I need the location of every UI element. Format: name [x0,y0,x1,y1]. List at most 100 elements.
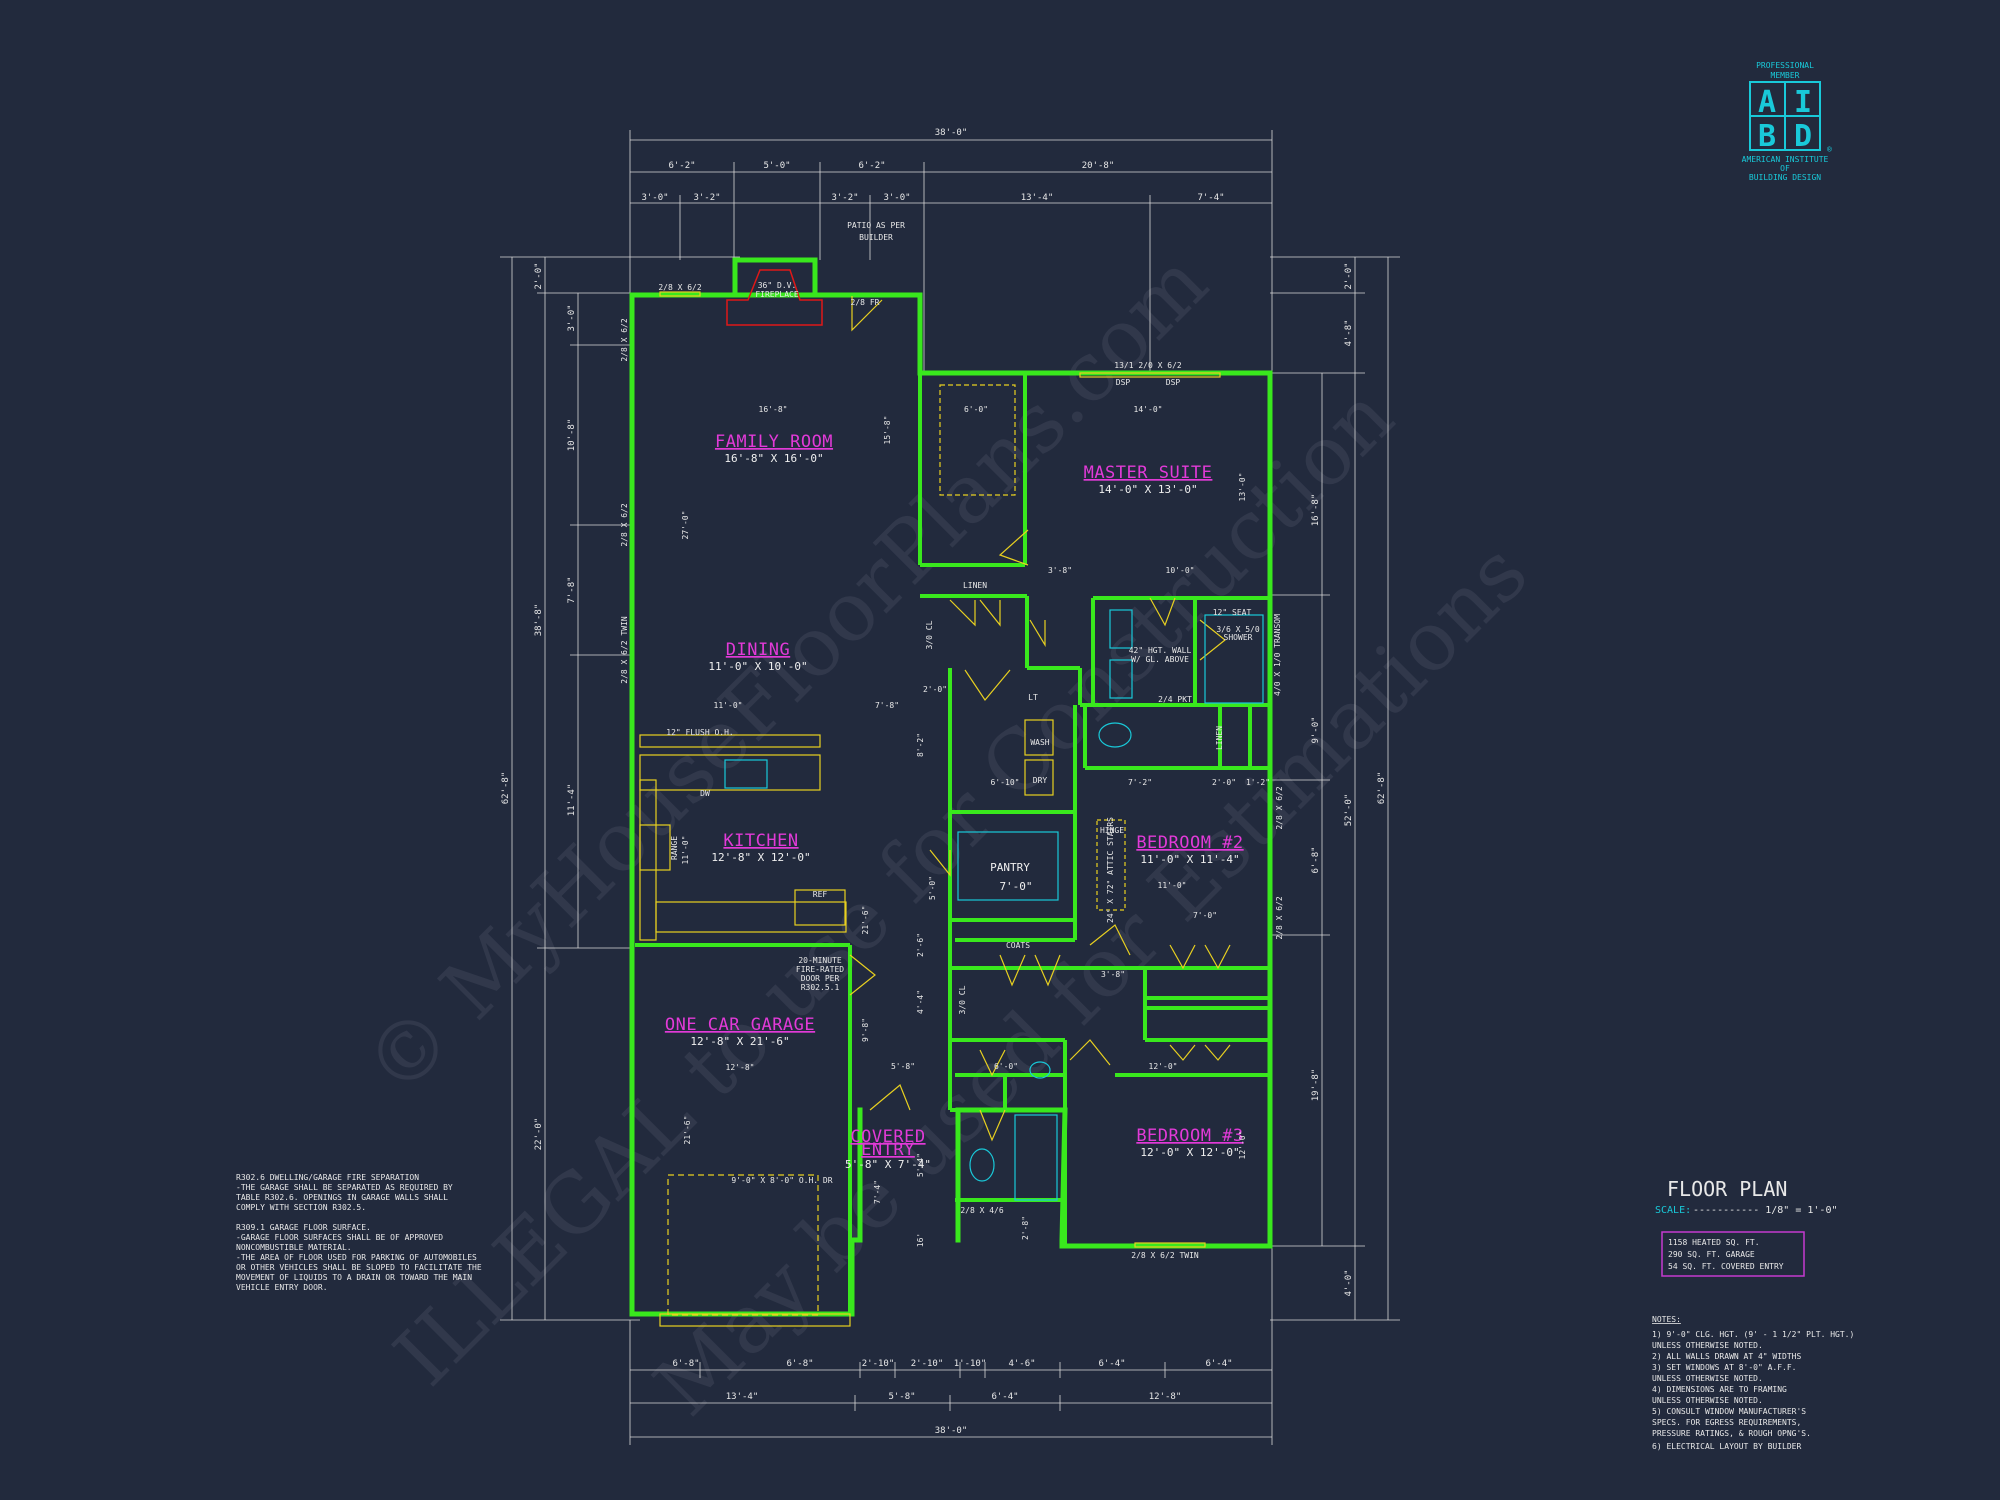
window-left-3: 2/8 X 6/2 TWIN [620,616,629,684]
fireplace-label-2: FIREPLACE [755,290,799,299]
dim-bottom-row1-8: 6'-4" [1205,1359,1232,1369]
dim-bottom-row1-6: 4'-6" [1008,1359,1035,1369]
garage-name: ONE CAR GARAGE [665,1015,815,1035]
dim-right-mid-3: 52'-0" [1344,794,1354,827]
hinge-label: HINGE [1100,826,1124,835]
range [639,824,671,871]
plan-title: FLOOR PLAN [1667,1177,1787,1201]
shower-label-1: 3/6 X 5/0 [1216,625,1260,634]
window-master-top: 13/1 2/0 X 6/2 [1114,361,1182,370]
dim-21-6: 21'-6" [861,906,870,935]
logo-org-line-1: AMERICAN INSTITUTE [1742,155,1829,164]
dim-2-8: 2'-8" [1021,1216,1030,1240]
patio-label-1: PATIO AS PER [847,221,905,230]
bed2-width: 11'-0" [1158,881,1187,890]
bedroom-3-name: BEDROOM #3 [1136,1126,1243,1146]
dim-7-4: 7'-4" [873,1180,882,1204]
dim-top-overall: 38'-0" [935,128,968,138]
dry-label: DRY [1033,776,1048,785]
dim-bottom-row2-2: 5'-8" [888,1392,915,1402]
bed3-height: 12'-0" [1238,1131,1247,1160]
right-dimensions: 62'-8" 2'-0" 4'-8" 52'-0" 4'-0" 16'-8" 9… [1270,256,1400,1321]
bath-door: 2/8 X 4/6 [960,1206,1004,1215]
note-line-3: 2) ALL WALLS DRAWN AT 4" WIDTHS [1652,1352,1801,1361]
refrigerator [794,889,846,926]
garage-door-outline [667,1174,819,1316]
note-line-6: 4) DIMENSIONS ARE TO FRAMING [1652,1385,1787,1394]
note-line-8: 5) CONSULT WINDOW MANUFACTURER'S [1652,1407,1806,1416]
bed3-window [1134,1242,1206,1248]
dim-right-inner-2: 9'-0" [1311,716,1321,743]
garage-note-11: MOVEMENT OF LIQUIDS TO A DRAIN OR TOWARD… [236,1273,472,1282]
dim-bottom-row1-2: 6'-8" [786,1359,813,1369]
note-line-9: SPECS. FOR EGRESS REQUIREMENTS, [1652,1418,1801,1427]
family-height: 15'-8" [883,416,892,445]
door-swings [849,296,1231,1142]
dim-bottom-row2-1: 13'-4" [726,1392,759,1402]
master-lower-a: 3'-8" [1048,566,1072,575]
wall-note-1: 42" HGT. WALL [1129,646,1192,655]
family-depth: 27'-0" [681,511,690,540]
logo-org-line-2: OF [1780,164,1790,173]
scale-label: SCALE: [1655,1205,1691,1216]
note-line-5: UNLESS OTHERWISE NOTED. [1652,1374,1763,1383]
dim-top-row2-3: 6'-2" [858,161,885,171]
dining-size: 11'-0" X 10'-0" [708,660,807,673]
dim-5-0: 5'-0" [928,876,937,900]
general-notes: NOTES: 1) 9'-0" CLG. HGT. (9' - 1 1/2" P… [1652,1315,1854,1451]
dim-left-overall: 62'-8" [501,772,511,805]
flush-label: 12" FLUSH O.H. [666,728,733,737]
dim-bottom-row1-1: 6'-8" [672,1359,699,1369]
hall-sink [1029,1061,1051,1079]
dim-16: 16' [916,1233,925,1247]
window-fr: 2/8 FR [851,298,880,307]
garage-door-label: 9'-0" X 8'-0" O.H. DR [731,1176,832,1185]
bed2-top-b: 2'-0" [1212,778,1236,787]
dim-right-overall: 62'-8" [1377,772,1387,805]
window-right-1: 2/8 X 6/2 [1275,786,1284,830]
bed3-width: 12'-0" [1149,1062,1178,1071]
fire-door-3: DOOR PER [801,974,840,983]
notes-heading: NOTES: [1652,1315,1681,1324]
garage-note-3: TABLE R302.6. OPENINGS IN GARAGE WALLS S… [236,1193,448,1202]
dim-top-row3-6: 7'-4" [1197,193,1224,203]
logo-top-line-2: MEMBER [1771,71,1800,80]
master-suite-name: MASTER SUITE [1084,463,1213,483]
master-toilet [1098,722,1132,748]
area-garage: 290 SQ. FT. GARAGE [1668,1250,1755,1259]
garage-size: 12'-8" X 21'-6" [690,1035,789,1048]
fireplace: 36" D.V. FIREPLACE [726,257,823,326]
fixtures [639,291,1264,1327]
note-line-2: UNLESS OTHERWISE NOTED. [1652,1341,1763,1350]
family-room-name: FAMILY ROOM [715,432,833,452]
title-block: FLOOR PLAN SCALE: ----------- 1/8" = 1'-… [1655,1177,1838,1277]
dim-top-row2-4: 20'-8" [1082,161,1115,171]
interior-walls [635,373,1270,1314]
seat-label: 12" SEAT [1213,608,1252,617]
dim-right-mid-1: 2'-0" [1344,262,1354,289]
dim-bottom-overall: 38'-0" [935,1426,968,1436]
window-bottom: 2/8 X 6/2 TWIN [1131,1251,1199,1260]
scale-value: ----------- 1/8" = 1'-0" [1693,1205,1838,1216]
kitchen-upper-counter [639,734,821,748]
lt-label: LT [1028,693,1038,702]
dim-top-row3-2: 3'-2" [693,193,720,203]
linen-label: LINEN [963,581,987,590]
master-closet-rod [939,384,1016,496]
dim-2-6: 2'-6" [916,933,925,957]
dim-left-inner-3: 7'-8" [567,576,577,603]
dining-width: 11'-0" [714,701,743,710]
dim-top-row2-1: 6'-2" [668,161,695,171]
logo-letter-b: B [1758,119,1776,154]
kitchen-sink [724,759,768,789]
fire-door-1: 20-MINUTE [798,956,842,965]
pantry-size: 7'-0" [999,880,1032,893]
note-line-1: 1) 9'-0" CLG. HGT. (9' - 1 1/2" PLT. HGT… [1652,1330,1854,1339]
dim-bottom-row2-4: 12'-8" [1149,1392,1182,1402]
garage-note-7: -GARAGE FLOOR SURFACES SHALL BE OF APPRO… [236,1233,443,1242]
dim-bottom-row1-7: 6'-4" [1098,1359,1125,1369]
pocket-door: 2/4 PKT [1158,695,1192,704]
dw-label: DW [700,789,710,798]
logo-top-line-1: PROFESSIONAL [1756,61,1814,70]
dim-top-row3-3: 3'-2" [831,193,858,203]
